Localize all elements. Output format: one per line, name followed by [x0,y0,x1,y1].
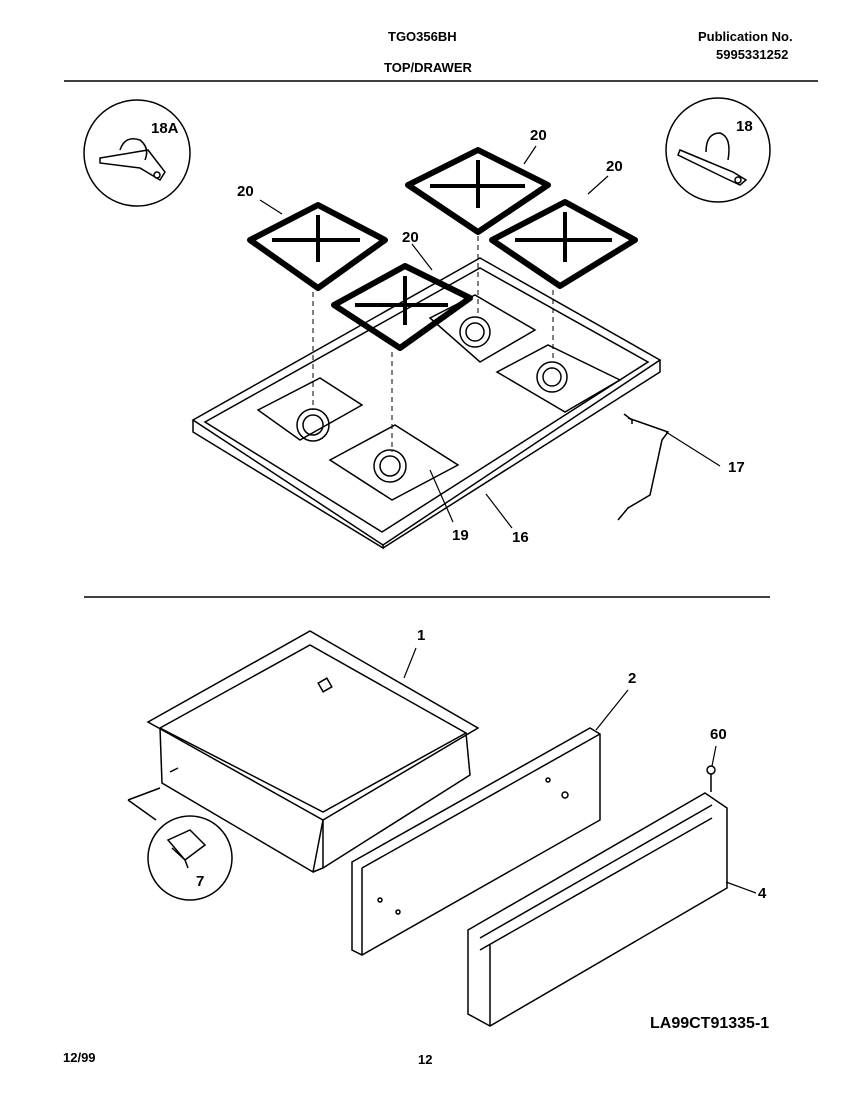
callout-1: 1 [417,627,426,644]
footer-date: 12/99 [63,1050,96,1065]
publication-label: Publication No. [698,29,793,44]
publication-number: 5995331252 [716,47,789,62]
callout-20-front: 20 [402,229,419,246]
callout-60: 60 [710,726,727,743]
callout-17: 17 [728,459,745,476]
burner-grate-back [405,147,551,235]
callout-20-right: 20 [606,158,623,175]
burner-grate-right [489,199,638,289]
detail-circle-18a [83,99,191,207]
callout-4: 4 [758,885,767,902]
alignment-lines [312,236,554,452]
detail-circle-18 [665,97,771,203]
page-number: 12 [418,1052,433,1067]
callout-20-back: 20 [530,127,547,144]
lid-support-wire [617,413,670,521]
drawer-box [146,630,480,874]
section-title: TOP/DRAWER [384,60,472,75]
callout-18a: 18A [151,120,179,137]
callout-20-left: 20 [237,183,254,200]
callout-18: 18 [736,118,753,135]
figure-code: LA99CT91335-1 [650,1015,770,1032]
callout-7: 7 [196,873,205,890]
callout-19: 19 [452,527,469,544]
burner-grate-left [247,202,388,291]
screw [706,765,716,792]
drawer-back-panel [351,727,601,956]
detail-circle-7 [127,787,233,901]
model-number: TGO356BH [388,29,457,44]
callout-leaders-bottom [403,647,757,894]
callout-leaders-top [259,145,721,529]
callout-16: 16 [512,529,529,546]
callout-2: 2 [628,670,637,687]
cooktop-top-panel [191,257,662,550]
grate-fingers [272,160,612,325]
burner-grate-front [331,263,473,351]
drawer-front-panel [467,792,728,1027]
